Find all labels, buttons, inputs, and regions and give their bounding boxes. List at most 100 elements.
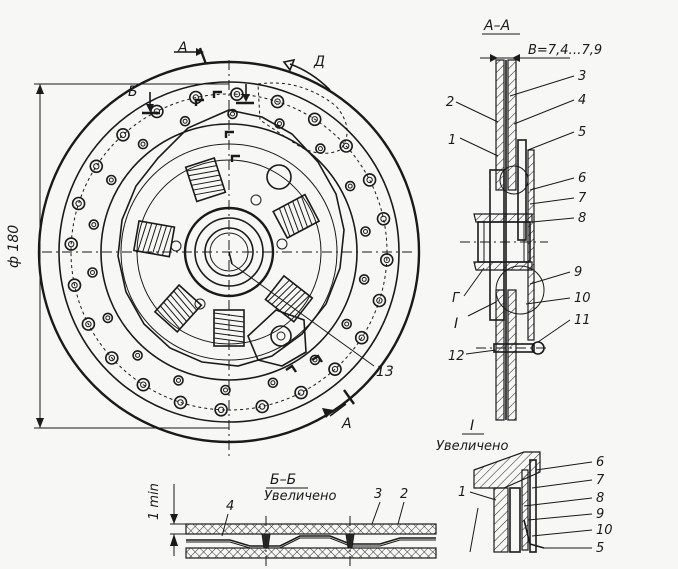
rivet-hole-center (344, 321, 350, 327)
detail-callout-1: 1 (458, 485, 466, 500)
detail-callout-9: 9 (596, 507, 604, 522)
rivet-hole (274, 118, 285, 129)
rivet-hole-center (380, 215, 387, 223)
rivet-hole-center (176, 377, 181, 383)
rivet-hole-center (331, 366, 339, 373)
rivet-hole (267, 377, 279, 389)
callout-1: 1 (448, 133, 456, 148)
rivet-hole (360, 226, 371, 237)
rivet-hole-center (259, 403, 266, 410)
rivet-hole (220, 384, 231, 396)
rivet-hole (81, 317, 96, 331)
rivet-hole (362, 173, 377, 187)
rivet-hole-center (105, 315, 111, 321)
rivet-hole (344, 180, 356, 192)
rivet-hole-center (75, 200, 82, 207)
callout-11: 11 (574, 313, 591, 328)
min-gap-dimension: 1 min (147, 483, 162, 520)
detail-callout-5: 5 (596, 541, 604, 556)
rivet-hole-center (108, 177, 114, 183)
rivet-hole-center (347, 183, 353, 189)
section-aa-title: А–А (483, 18, 510, 34)
thickness-dimension: В=7,4…7,9 (528, 43, 602, 58)
rivet-hole (150, 104, 164, 119)
rivet-hole-center (376, 297, 383, 304)
rivet-hole-center (68, 240, 75, 248)
rivet-hole (173, 395, 188, 410)
rivet-hole (270, 94, 285, 109)
detail-i-title: I (470, 418, 474, 434)
rivet-hole-center (85, 320, 92, 328)
rivet-hole-center (91, 222, 97, 228)
rivet-hole-center (93, 163, 100, 170)
rivet-hole-center (277, 121, 282, 127)
rivet-hole (372, 293, 387, 308)
rivet-hole (358, 274, 370, 285)
rivet-hole (102, 312, 114, 324)
rivet-hole-center (135, 352, 141, 358)
rivet-hole-center (343, 142, 350, 150)
detail-i-view: I Увеличено 1 6 7 8 9 10 5 (436, 418, 613, 556)
rivet-hole-center (317, 146, 323, 152)
rivet-hole (227, 108, 238, 120)
bb-callout-3: 3 (374, 487, 382, 502)
section-mark-a-top: А (177, 40, 188, 56)
rivet-hole (136, 377, 151, 392)
callout-3: 3 (578, 69, 586, 84)
section-bb-view: Б–Б Увеличено 1 min 4 3 2 (147, 472, 437, 566)
section-mark-b: Б (128, 84, 138, 100)
rivet-hole-center (274, 98, 281, 105)
detail-callout-8: 8 (596, 491, 604, 506)
damper-springs (132, 156, 321, 347)
rivet-hole-center (361, 276, 367, 282)
section-bb-title: Б–Б (270, 472, 296, 488)
callout-8: 8 (578, 211, 586, 226)
diameter-label: ф 180 (6, 225, 22, 268)
rivet-hole-center (108, 354, 116, 362)
callout-6: 6 (578, 171, 586, 186)
rivet-hole-center (363, 229, 368, 234)
rivet-hole-center (223, 387, 228, 393)
rivet-hole (88, 219, 100, 230)
rivet-hole-center (311, 116, 318, 123)
rivet-hole-center (366, 176, 373, 184)
rivet-hole-center (358, 334, 365, 341)
rivet-hole (71, 196, 86, 211)
rivet-hole-center (90, 270, 95, 275)
rivet-hole-center (297, 389, 305, 396)
rivet-hole-center (270, 380, 276, 386)
rivet-hole (307, 112, 322, 127)
rivet-hole (328, 362, 342, 377)
rotation-mark-d: Д (313, 54, 325, 70)
rivet-hole (173, 375, 184, 386)
section-detail-i: I (454, 316, 458, 332)
rivet-hole (116, 128, 130, 142)
rivet-hole-center (217, 406, 225, 413)
rivet-hole (294, 385, 308, 400)
callout-4: 4 (578, 93, 586, 108)
detail-callout-10: 10 (596, 523, 613, 538)
callout-2: 2 (446, 95, 454, 110)
rivet-hole (341, 318, 353, 330)
front-view: ф 180 А А Б Д 13 (6, 40, 421, 460)
rivet-hole (137, 138, 149, 150)
rivet-hole-center (233, 91, 241, 98)
section-mark-a-bottom: А (341, 416, 352, 432)
rivet-hole (379, 253, 394, 267)
rivet-hole (315, 143, 326, 154)
rivet-hole (105, 351, 119, 365)
rivet-hole (89, 159, 104, 174)
rivet-hole (255, 399, 270, 414)
rivet-hole (179, 115, 191, 127)
rivet-hole (354, 330, 369, 345)
rivet-hole (376, 212, 391, 226)
rivet-hole (132, 350, 143, 361)
rivet-hole-center (71, 282, 78, 289)
callout-5: 5 (578, 125, 586, 140)
callout-12: 12 (448, 349, 465, 364)
bb-callout-2: 2 (400, 487, 408, 502)
rivet-hole-center (230, 111, 235, 117)
rivet-hole (87, 267, 98, 278)
